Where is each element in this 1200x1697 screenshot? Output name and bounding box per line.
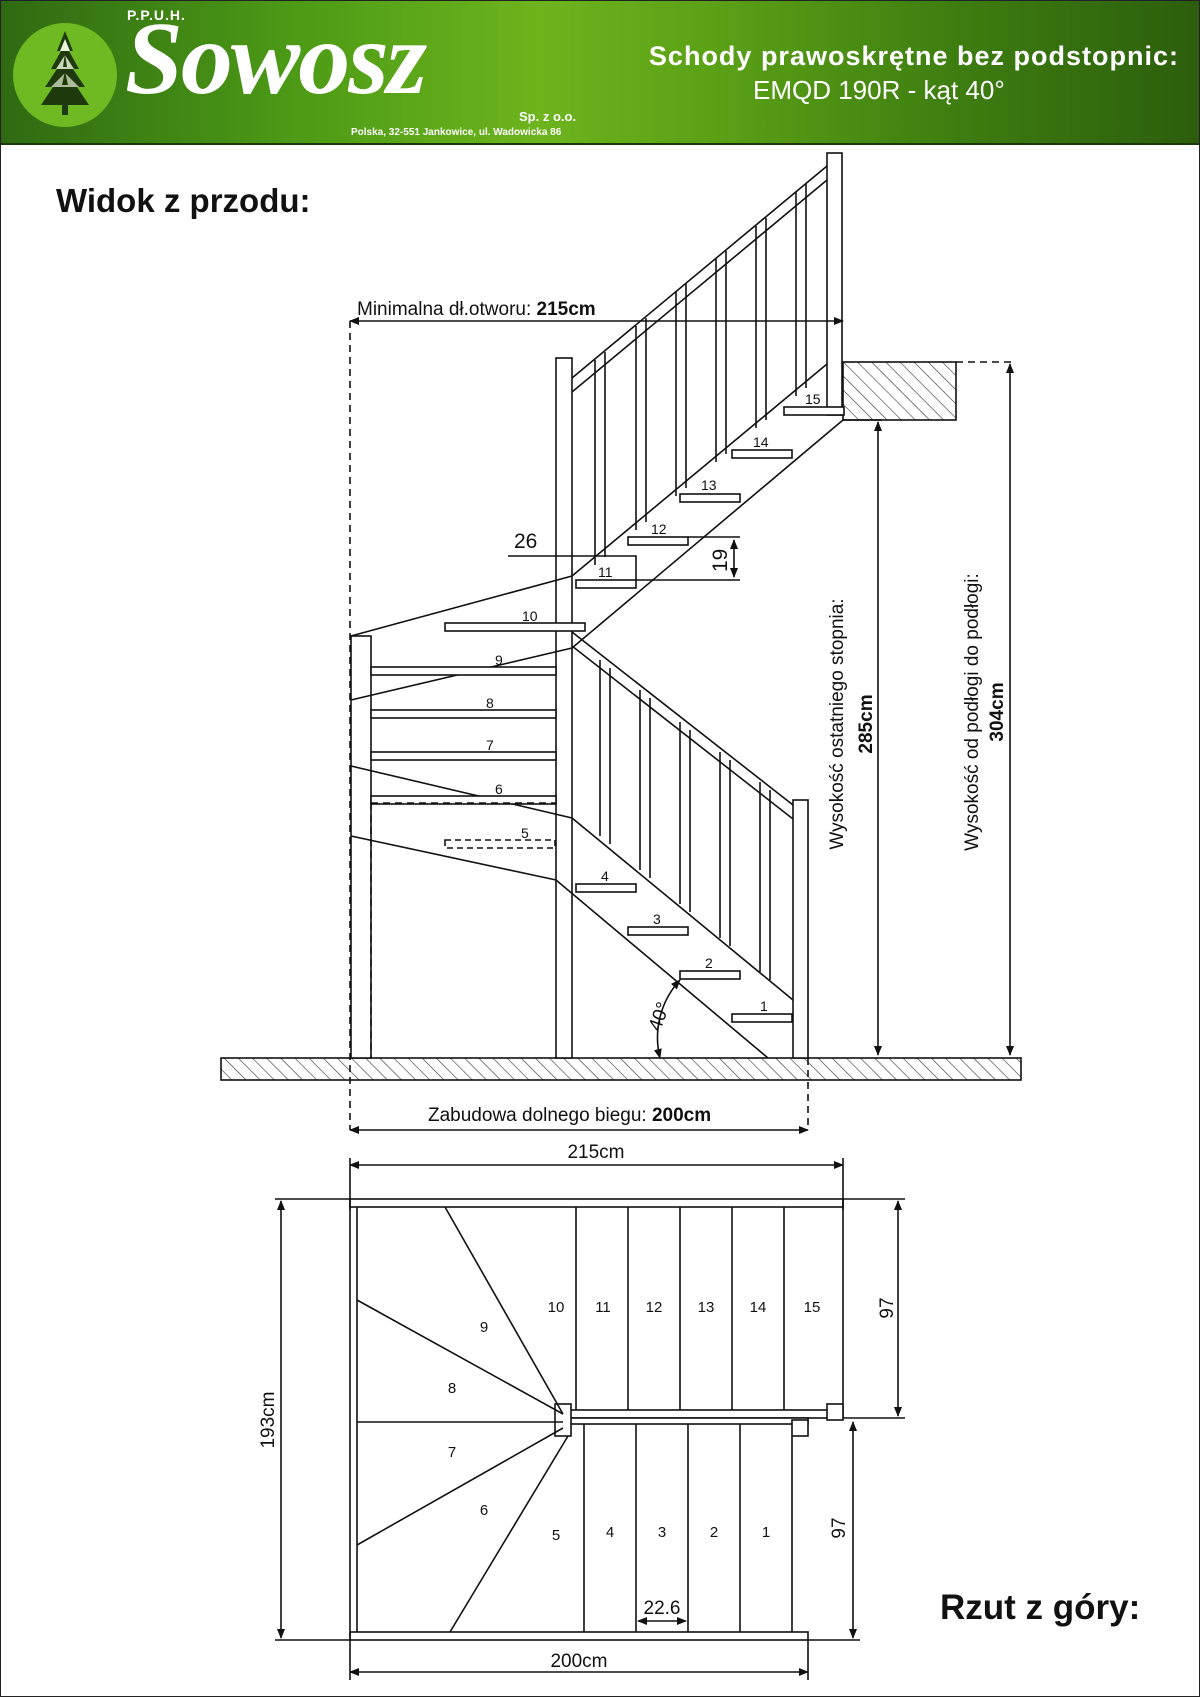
step-number: 4 [601,868,609,884]
upper-handrail [571,165,828,379]
floor-height-label: Wysokość od podłogi do podłogi: [962,573,983,851]
step-number: 3 [658,1524,666,1541]
top-width-label: 215cm [567,1142,624,1163]
lower-flight-label: Zabudowa dolnego biegu: [428,1105,652,1126]
post-center [555,357,573,1059]
company-suffix: Sp. z o.o. [519,109,577,124]
step-number: 11 [598,564,613,580]
riser-height-label: 19 [709,549,732,572]
lower-handrail [571,631,794,806]
step-number: 13 [701,477,717,493]
upper-run-label: 97 [877,1297,898,1318]
last-step-height-label: Wysokość ostatniego stopnia: [827,598,848,849]
depth-label: 193cm [258,1391,279,1448]
step-number: 9 [495,652,503,668]
step-number: 13 [698,1299,715,1316]
step-number: 6 [495,781,503,797]
step-number: 8 [486,695,494,711]
step-number: 14 [750,1299,767,1316]
product-title: Schody prawoskrętne bez podstopnic: [648,41,1179,71]
spruce-tree-icon [41,31,89,115]
step-number: 1 [760,998,768,1014]
step-number: 8 [448,1380,456,1397]
step-number: 3 [653,911,661,927]
svg-text:Zabudowa dolnego biegu: 200cm: Zabudowa dolnego biegu: 200cm [428,1105,711,1126]
step-number: 2 [710,1524,718,1541]
front-view-heading: Widok z przodu: [56,182,311,219]
step-number: 12 [651,521,667,537]
front-step-numbers: 1 2 3 4 5 6 7 8 9 10 11 12 13 14 15 [486,391,821,1014]
step-number: 1 [762,1524,770,1541]
post-right-bottom [792,799,809,1059]
step-number: 14 [753,434,769,450]
product-model: EMQD 190R - kąt 40° [753,75,1005,105]
step-number: 9 [480,1319,488,1336]
front-dimension-labels: Minimalna dł.otworu: 215cm 26 19 40° Zab… [357,299,1008,1126]
bottom-width-label: 200cm [550,1651,607,1672]
upper-balusters [594,184,807,565]
tread-width-label: 26 [514,530,537,553]
header-banner: P.P.U.H. Sowosz Sp. z o.o. Polska, 32-55… [1,1,1199,145]
top-dimension-labels: 215cm 200cm 193cm 97 97 22.6 [258,1142,898,1672]
company-address: Polska, 32-551 Jankowice, ul. Wadowicka … [351,127,562,138]
newel-post-right [826,1403,844,1421]
angle-arc [653,979,681,1059]
floor-slab [220,1057,1022,1081]
upper-floor-slab [842,361,957,421]
step-number: 2 [705,955,713,971]
opening-label: Minimalna dł.otworu: [357,299,537,320]
step-number: 7 [486,737,494,753]
top-step-numbers: 1 2 3 4 5 6 7 8 9 10 11 12 13 14 15 [448,1299,821,1544]
upper-stringer [571,363,828,577]
step-number: 10 [548,1299,565,1316]
step-number: 12 [646,1299,663,1316]
opening-value: 215cm [537,299,596,320]
top-view-heading: Rzut z góry: [940,1588,1141,1627]
tread-depth-label: 22.6 [644,1598,681,1619]
step-number: 15 [805,391,821,407]
step-number: 5 [552,1527,560,1544]
floor-height-value: 304cm [987,682,1008,741]
company-prefix: P.P.U.H. [127,7,186,23]
angle-label: 40° [645,1000,675,1034]
last-step-height-value: 285cm [856,694,877,753]
step-number: 5 [521,825,529,841]
lower-run-label: 97 [829,1517,850,1538]
step-number: 10 [522,608,538,624]
logo-badge [13,23,117,127]
lower-stringer [571,817,794,1001]
lower-flight-value: 200cm [652,1105,711,1126]
lower-balusters [599,660,771,980]
step-number: 11 [595,1299,611,1316]
step-number: 7 [448,1444,456,1461]
svg-text:Minimalna dł.otworu: 215cm: Minimalna dł.otworu: 215cm [357,299,596,320]
front-view [220,152,1022,1134]
post-left [350,635,372,1059]
top-view [275,1158,905,1680]
step-number: 15 [804,1299,821,1316]
newel-post-lower-right [791,1419,809,1437]
brand-logo-text: Sowosz [125,1,427,116]
step-number: 4 [606,1524,614,1541]
post-top-right [826,152,843,416]
step-number: 6 [480,1502,488,1519]
